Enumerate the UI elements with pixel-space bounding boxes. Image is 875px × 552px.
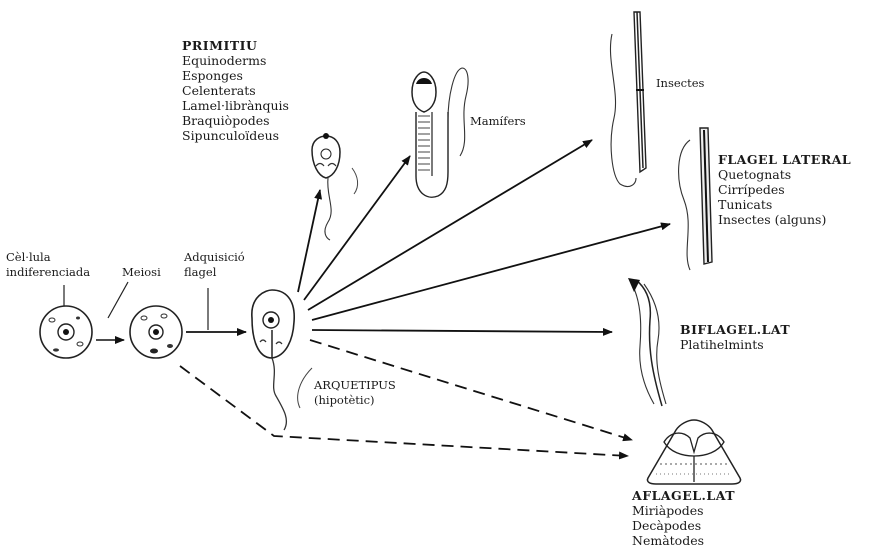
undifferentiated-cell-drawing <box>40 285 92 358</box>
archetype-drawing <box>252 290 312 430</box>
group-aflagel-lat-item: Miriàpodes <box>632 503 735 518</box>
archetype-subtitle: (hipotètic) <box>314 393 396 408</box>
archetype-title: ARQUETIPUS <box>314 378 396 393</box>
group-flagel-lateral-item: Quetognats <box>718 167 851 182</box>
group-flagel-lateral: FLAGEL LATERAL Quetognats Cirrípedes Tun… <box>718 152 851 227</box>
group-primitiu-item: Esponges <box>182 68 289 83</box>
group-biflagel-lat-title: BIFLAGEL.LAT <box>680 322 790 337</box>
group-aflagel-lat-item: Decàpodes <box>632 518 735 533</box>
flagellum-label-line-1: Adquisició <box>184 250 245 265</box>
group-flagel-lateral-item: Tunicats <box>718 197 851 212</box>
archetype-label: ARQUETIPUS (hipotètic) <box>314 378 396 408</box>
evolution-arrows <box>180 140 670 456</box>
insects-label: Insectes <box>656 76 704 91</box>
group-biflagel-lat: BIFLAGEL.LAT Platihelmints <box>680 322 790 352</box>
mammal-sperm-drawing <box>412 68 468 197</box>
group-primitiu-item: Celenterats <box>182 83 289 98</box>
lateral-flagellum-sperm-drawing <box>679 128 712 270</box>
cell-label-line-1: Cèl·lula <box>6 250 90 265</box>
group-aflagel-lat-item: Nemàtodes <box>632 533 735 548</box>
group-primitiu-item: Sipunculoïdeus <box>182 128 289 143</box>
aflagellate-sperm-drawing <box>647 420 740 484</box>
cell-label-line-2: indiferenciada <box>6 265 90 280</box>
group-biflagel-lat-item: Platihelmints <box>680 337 790 352</box>
primitive-sperm-drawing <box>312 133 358 240</box>
flagellum-label-line-2: flagel <box>184 265 245 280</box>
meiosis-cell-drawing <box>96 282 182 358</box>
group-flagel-lateral-title: FLAGEL LATERAL <box>718 152 851 167</box>
group-primitiu-item: Equinoderms <box>182 53 289 68</box>
group-primitiu-item: Lamel·librànquis <box>182 98 289 113</box>
group-primitiu-item: Braquiòpodes <box>182 113 289 128</box>
biflagellate-sperm-drawing <box>628 278 666 406</box>
group-flagel-lateral-item: Cirrípedes <box>718 182 851 197</box>
undifferentiated-cell-label: Cèl·lula indiferenciada <box>6 250 90 280</box>
meiosis-label: Meiosi <box>122 265 161 280</box>
mammals-label: Mamífers <box>470 114 526 129</box>
group-primitiu-title: PRIMITIU <box>182 38 289 53</box>
flagellum-acquisition-label: Adquisició flagel <box>184 250 245 280</box>
group-aflagel-lat-title: AFLAGEL.LAT <box>632 488 735 503</box>
group-flagel-lateral-item: Insectes (alguns) <box>718 212 851 227</box>
group-aflagel-lat: AFLAGEL.LAT Miriàpodes Decàpodes Nemàtod… <box>632 488 735 548</box>
insect-sperm-drawing <box>610 12 646 186</box>
group-primitiu: PRIMITIU Equinoderms Esponges Celenterat… <box>182 38 289 143</box>
